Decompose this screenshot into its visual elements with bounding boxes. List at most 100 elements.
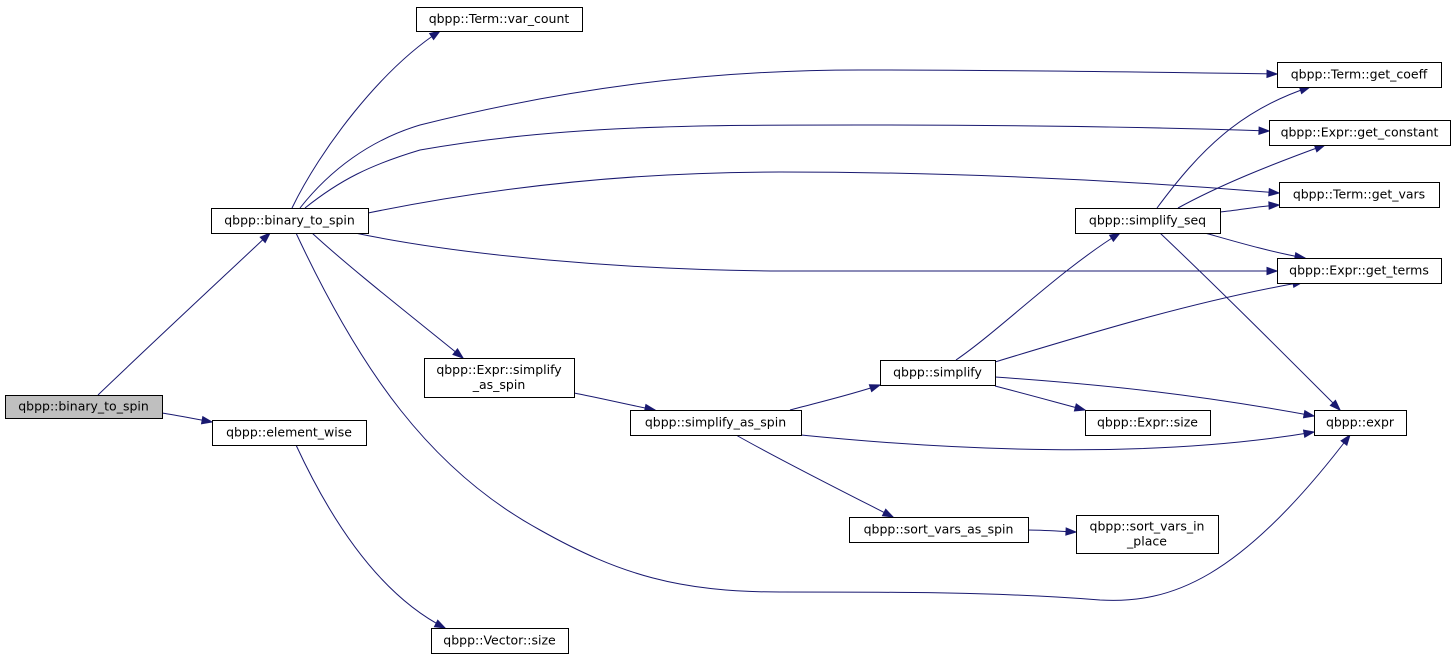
arrow-head [1073,403,1087,412]
edge-line [1177,144,1326,209]
edge-line [304,124,1270,209]
node-gvars[interactable]: qbpp::Term::get_vars [1279,182,1440,208]
edge-sas-to-svas [735,434,895,518]
node-box [1279,182,1440,208]
arrow-head [1340,433,1351,446]
arrow-head [881,508,895,518]
node-label: qbpp::Expr::size [1097,415,1198,430]
edge-bts-to-vc [291,30,442,209]
node-label: qbpp::sort_vars_in [1090,519,1205,534]
edge-line [354,232,1277,272]
node-label: qbpp::simplify_seq [1089,213,1206,228]
arrow-head [1266,266,1279,276]
node-label: qbpp::Expr::get_terms [1289,263,1429,278]
arrow-head [1258,126,1271,135]
node-box [1269,120,1451,146]
node-box [1277,258,1442,284]
node-label: qbpp::expr [1326,415,1395,430]
node-gterms[interactable]: qbpp::Expr::get_terms [1277,258,1442,284]
edge-line [994,385,1086,411]
node-label: qbpp::Term::get_vars [1293,187,1425,202]
edge-line [789,384,881,411]
node-label: _as_spin [472,377,526,392]
edge-line [955,232,1121,361]
edge-line [295,232,1351,601]
node-svip[interactable]: qbpp::sort_vars_in_place [1076,515,1219,554]
node-gconst[interactable]: qbpp::Expr::get_constant [1269,120,1451,146]
edge-simp-to-esize [994,385,1087,412]
node-vsize[interactable]: qbpp::Vector::size [431,628,569,654]
arrow-head [868,384,882,393]
edge-line [573,392,656,411]
edges-layer [97,30,1351,629]
node-box [211,208,369,234]
edge-line [1159,232,1341,411]
node-label: qbpp::element_wise [226,425,352,440]
node-box [1314,410,1407,436]
node-ew[interactable]: qbpp::element_wise [212,420,367,446]
node-esas[interactable]: qbpp::Expr::simplify_as_spin [424,358,575,398]
edge-bts-to-expr [295,232,1351,601]
node-label: qbpp::Term::get_coeff [1291,67,1428,82]
node-label: qbpp::simplify_as_spin [645,415,786,430]
edge-line [800,431,1315,451]
node-label: qbpp::Expr::get_constant [1281,125,1439,140]
edge-line [994,376,1315,417]
edge-esas-to-sas [573,392,657,413]
node-label: qbpp::binary_to_spin [224,213,355,228]
node-simp[interactable]: qbpp::simplify [880,360,996,386]
node-box [416,7,583,32]
node-sseq[interactable]: qbpp::simplify_seq [1075,208,1221,234]
node-vc[interactable]: qbpp::Term::var_count [416,7,583,32]
node-label: qbpp::binary_to_spin [18,399,149,414]
node-box [1076,515,1219,554]
node-box [212,420,367,446]
node-svas[interactable]: qbpp::sort_vars_as_spin [849,517,1029,543]
node-gcoeff[interactable]: qbpp::Term::get_coeff [1277,62,1442,88]
edge-line [1204,232,1306,259]
node-root[interactable]: qbpp::binary_to_spin [5,395,163,419]
edge-sseq-to-expr [1159,232,1342,412]
node-box [431,628,569,654]
node-expr[interactable]: qbpp::expr [1314,410,1407,436]
arrow-head [433,619,447,629]
edge-line [97,232,271,396]
edge-simp-to-sseq [955,232,1122,361]
node-box [1277,62,1442,88]
arrow-head [200,415,214,425]
node-label: qbpp::Expr::simplify [436,362,562,377]
edge-bts-to-esas [311,232,465,359]
node-bts[interactable]: qbpp::binary_to_spin [211,208,369,234]
node-label: qbpp::sort_vars_as_spin [864,522,1014,537]
arrow-head [452,348,465,359]
arrow-head [1302,409,1316,419]
edge-bts-to-gcoeff [299,69,1279,209]
edge-sas-to-expr [800,429,1316,451]
arrow-head [428,30,442,41]
node-box [880,360,996,386]
node-label: qbpp::simplify [893,365,982,380]
edge-line [311,232,464,359]
node-esize[interactable]: qbpp::Expr::size [1085,410,1211,436]
edge-bts-to-gvars [367,171,1281,214]
node-sas[interactable]: qbpp::simplify_as_spin [630,410,802,436]
node-label: qbpp::Vector::size [443,633,556,648]
node-box [5,395,163,419]
edge-line [994,281,1304,363]
arrow-head [1329,399,1342,412]
edge-bts-to-gterms [354,232,1279,276]
edge-line [295,444,446,629]
nodes-layer: qbpp::binary_to_spinqbpp::binary_to_spin… [5,7,1451,654]
arrow-head [259,231,272,244]
edge-line [367,171,1280,214]
arrow-head [1302,429,1316,439]
node-box [1085,410,1211,436]
arrow-head [1268,187,1281,197]
edge-simp-to-gterms [994,279,1305,363]
arrow-head [1268,201,1281,210]
node-box [849,517,1029,543]
edge-line [735,434,894,518]
edge-bts-to-gconst [304,124,1271,209]
edge-line [1156,86,1311,209]
